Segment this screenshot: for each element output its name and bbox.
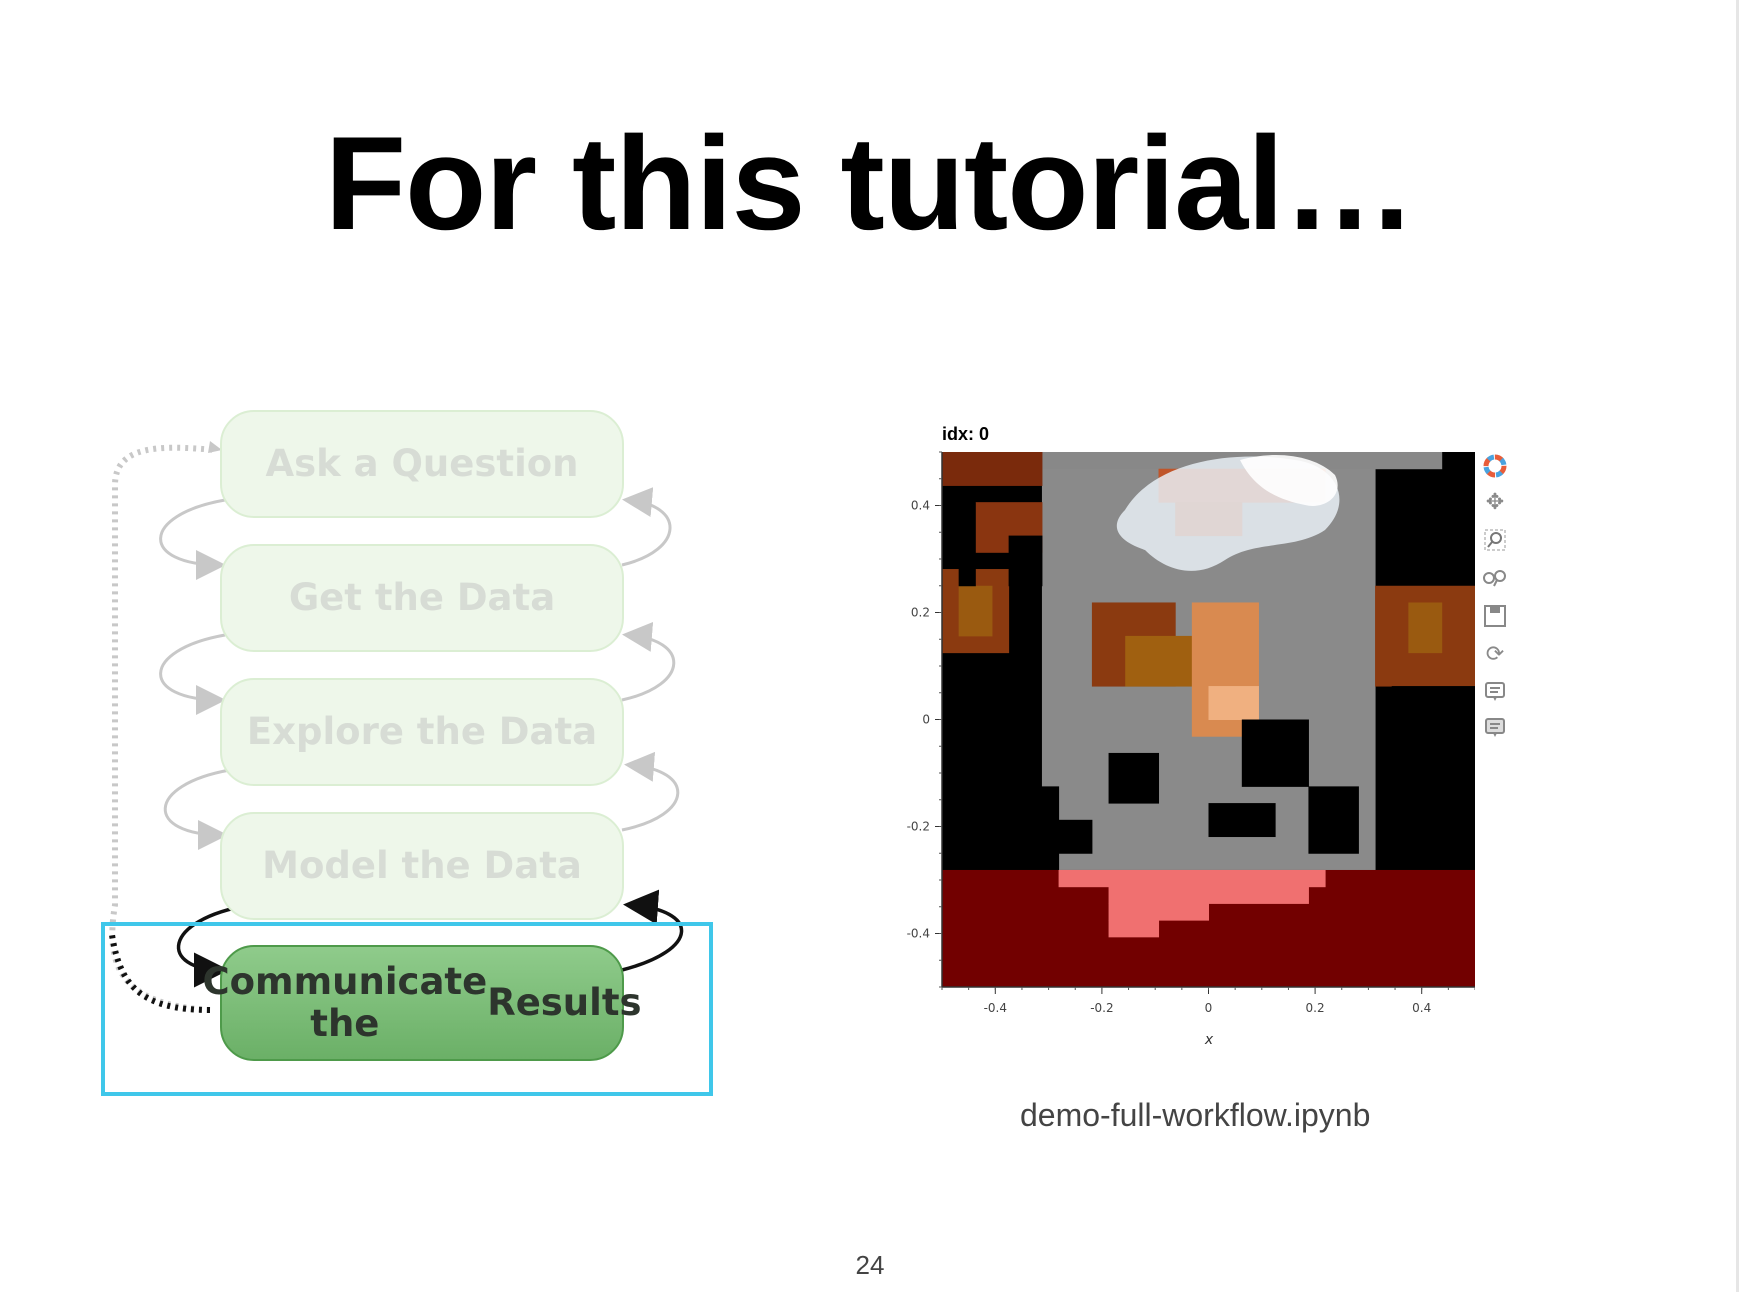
y-tick-label: 0.2 [911, 606, 930, 620]
arrow-right-4 [621, 889, 684, 972]
step-communicate-line-1: Communicate the [202, 960, 488, 1045]
heatmap-cells [942, 452, 1476, 988]
arrow-left-2 [159, 633, 226, 715]
heatmap-cell [1208, 686, 1259, 720]
heatmap-cell [1108, 903, 1209, 921]
plot-toolbar: ✥ ⟳ [1475, 450, 1515, 750]
heatmap-cell [942, 452, 1043, 486]
arrow-right-2 [621, 621, 676, 702]
workflow-diagram: Ask a Question Get the Data Explore the … [100, 405, 720, 1105]
page-number: 24 [855, 1250, 885, 1280]
arrow-right-1 [621, 487, 672, 567]
step-communicate-line-2: Results [487, 981, 642, 1024]
y-tick-label: 0.4 [911, 499, 930, 513]
pan-icon[interactable]: ✥ [1485, 489, 1505, 514]
heatmap-cell [1058, 819, 1093, 854]
hover-icon[interactable] [1475, 712, 1515, 744]
heatmap-cell [1208, 803, 1276, 838]
x-ticks: -0.4 -0.2 0 0.2 0.4 [941, 987, 1476, 1015]
heatmap-cell [1008, 786, 1060, 871]
y-tick-label: -0.2 [907, 820, 930, 834]
save-icon[interactable] [1475, 600, 1515, 632]
y-tick-label: -0.4 [907, 927, 930, 941]
heatmap-cell [1241, 719, 1309, 787]
step-get-data: Get the Data [220, 544, 624, 652]
step-model-data: Model the Data [220, 812, 624, 920]
plot-area[interactable]: 0.4 0.2 0 -0.2 -0.4 -0.4 -0.2 0 0.2 0.4 x [895, 420, 1476, 1060]
heatmap-cell [958, 585, 993, 637]
heatmap-plot[interactable]: idx: 0 0.4 0.2 0 -0.2 -0.4 -0.4 -0.2 0 0.2 0.4 x… [895, 420, 1525, 1060]
heatmap-cell [942, 686, 1010, 871]
reset-icon[interactable]: ⟳ [1485, 641, 1505, 666]
y-tick-label: 0 [922, 713, 930, 727]
image-highlight-blob [1240, 455, 1338, 506]
heatmap-cell [1308, 786, 1359, 854]
arrow-dotted-return-dark [109, 934, 211, 1013]
x-tick-label: 0.4 [1412, 1001, 1431, 1015]
x-tick-label: -0.2 [1090, 1001, 1113, 1015]
x-tick-label: 0.2 [1306, 1001, 1325, 1015]
heatmap-cell [1058, 869, 1326, 888]
arrow-left-4 [176, 903, 251, 988]
hover-icon[interactable] [1475, 676, 1515, 708]
heatmap-cell [1391, 686, 1476, 871]
y-ticks: 0.4 0.2 0 -0.2 -0.4 [907, 451, 942, 988]
heatmap-cell [1108, 886, 1309, 904]
heatmap-cell [1408, 602, 1443, 654]
notebook-caption: demo-full-workflow.ipynb [1020, 1097, 1371, 1133]
wheel-zoom-icon[interactable] [1475, 562, 1515, 594]
slide-edge-line [1736, 0, 1739, 1292]
heatmap-cell [958, 502, 976, 587]
image-overlay [1116, 455, 1340, 571]
step-ask-question: Ask a Question [220, 410, 624, 518]
arrow-left-3 [163, 768, 231, 850]
heatmap-cell [1108, 752, 1160, 804]
slide-title: For this tutorial… [324, 110, 1416, 258]
highlight-box [101, 922, 713, 1096]
arrow-right-3 [621, 751, 680, 832]
heatmap-cell [1008, 535, 1043, 587]
workflow-arrows [109, 441, 684, 1013]
x-axis-label: x [1204, 1032, 1214, 1048]
arrow-dotted-return [109, 444, 216, 1013]
bokeh-logo-icon [1475, 450, 1515, 482]
arrow-left-1 [159, 498, 226, 580]
x-tick-label: -0.4 [984, 1001, 1007, 1015]
plot-title: idx: 0 [942, 424, 990, 444]
heatmap-cell [1108, 920, 1160, 938]
heatmap-cell [1125, 635, 1193, 687]
x-tick-label: 0 [1205, 1001, 1213, 1015]
step-explore-data: Explore the Data [220, 678, 624, 786]
box-zoom-icon[interactable] [1475, 524, 1515, 556]
